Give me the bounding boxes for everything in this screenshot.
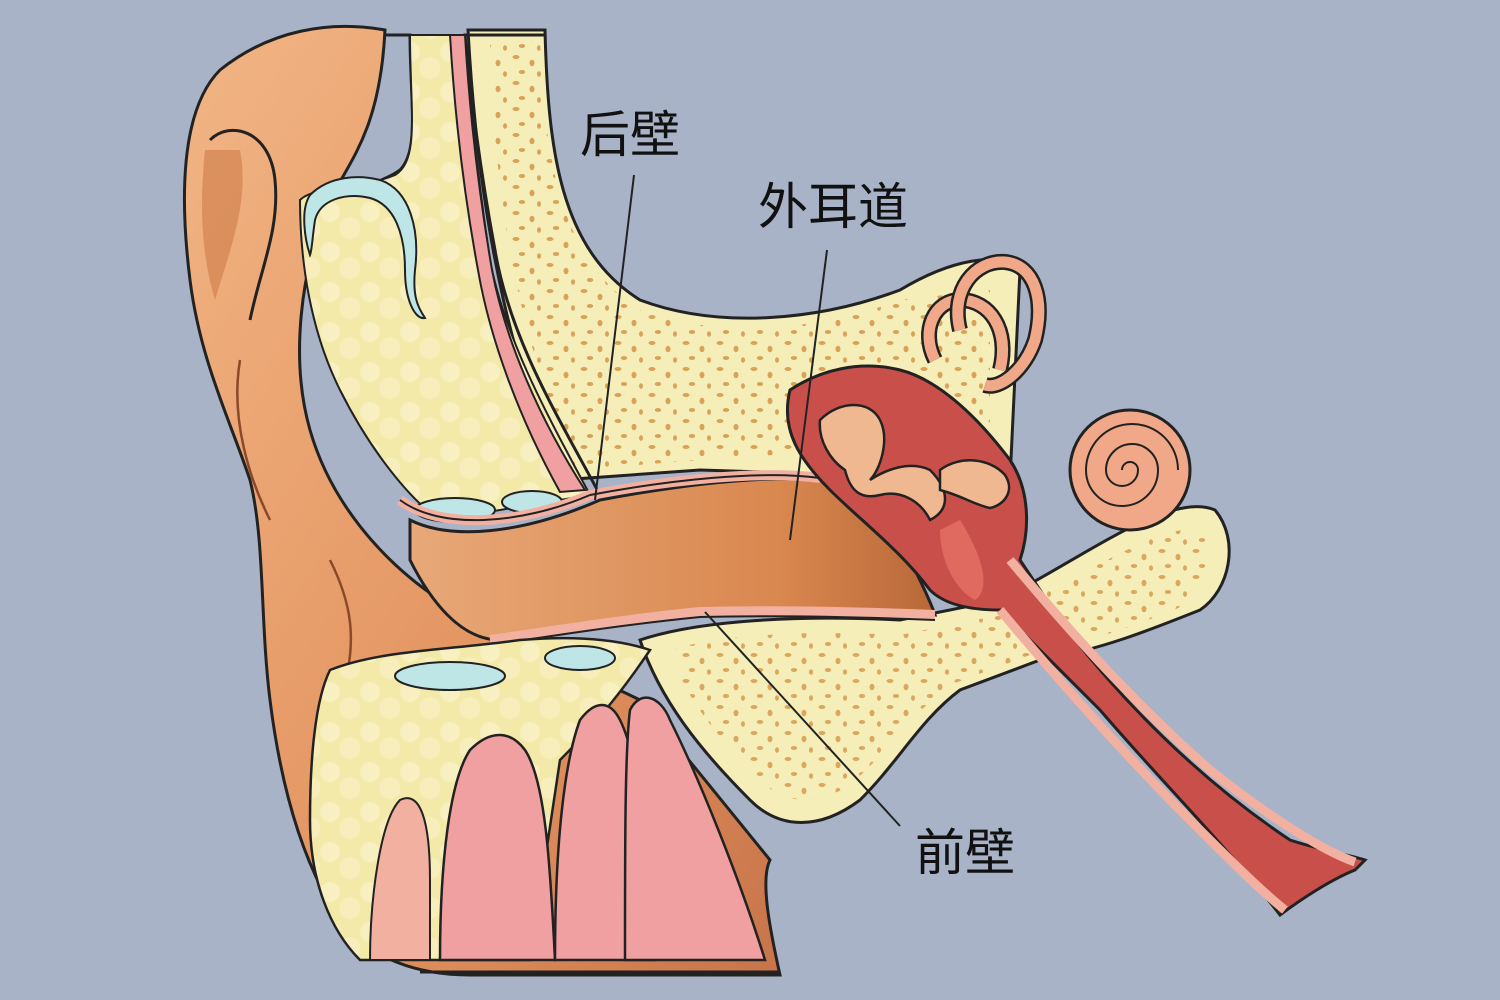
leader-line-canal: [789, 249, 828, 541]
label-posterior-wall: 后壁: [580, 106, 680, 164]
leader-line-anterior-wall: [704, 611, 901, 827]
semicircular-canals: [921, 253, 1047, 394]
cochlea: [1068, 408, 1192, 532]
label-anterior-wall: 前壁: [915, 824, 1015, 882]
muscle-bundle: [438, 733, 557, 962]
muscle-bundle: [623, 696, 767, 962]
leader-line-posterior-wall: [594, 174, 635, 501]
label-external-auditory-canal: 外耳道: [758, 178, 908, 236]
ossicles: [818, 403, 947, 522]
